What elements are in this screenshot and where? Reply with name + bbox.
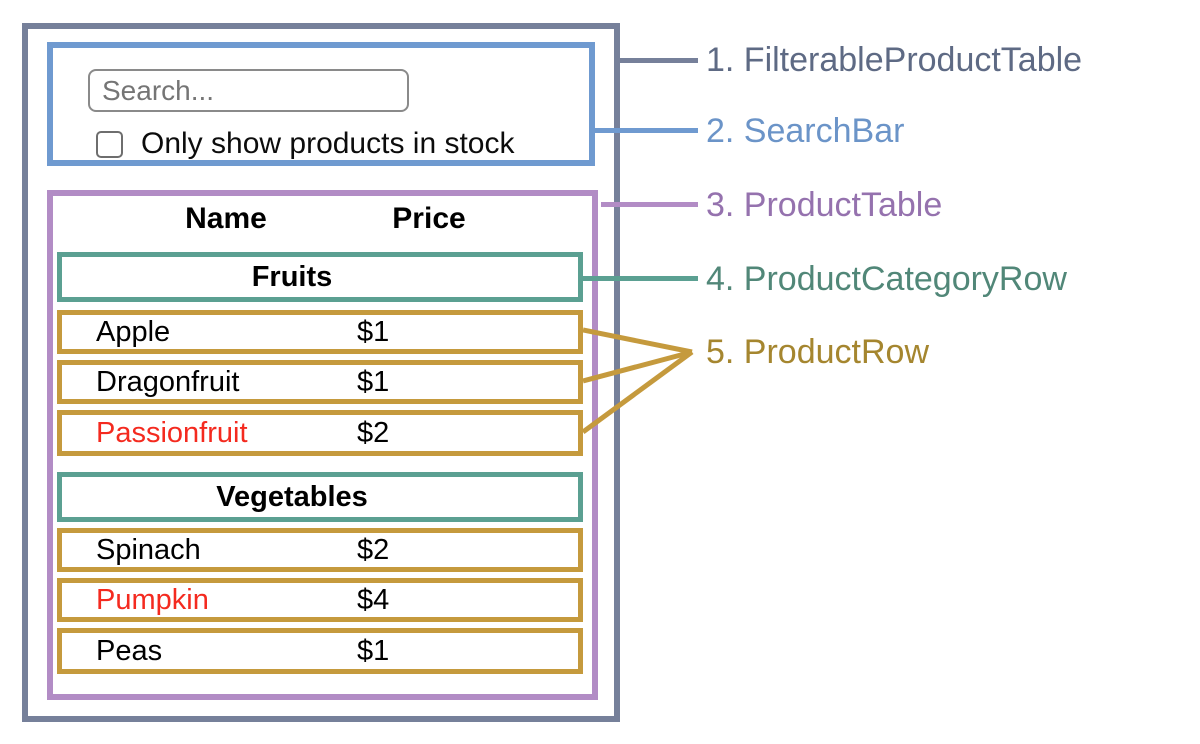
connector-lines-product-row	[583, 327, 694, 435]
label-product-row: 5. ProductRow	[706, 333, 929, 371]
connector-line-filterable-product-table	[620, 58, 698, 63]
label-filterable-product-table: 1. FilterableProductTable	[706, 41, 1083, 79]
column-header-name: Name	[185, 202, 267, 235]
product-name: Dragonfruit	[96, 365, 240, 398]
product-row: Apple $1	[57, 310, 583, 354]
label-search-bar: 2. SearchBar	[706, 112, 905, 150]
product-category-row: Fruits	[57, 252, 583, 302]
product-name: Spinach	[96, 533, 201, 566]
product-price: $1	[357, 634, 390, 667]
connector-line-product-category-row	[583, 276, 698, 281]
column-header-price: Price	[392, 202, 466, 235]
search-input[interactable]	[88, 69, 409, 112]
product-row: Peas $1	[57, 628, 583, 674]
product-category-row: Vegetables	[57, 472, 583, 522]
connector-line-search-bar	[595, 128, 698, 133]
product-row: Dragonfruit $1	[57, 360, 583, 404]
product-price: $2	[357, 416, 390, 449]
label-product-category-row: 4. ProductCategoryRow	[706, 260, 1067, 298]
label-product-table: 3. ProductTable	[706, 186, 943, 224]
product-row: Passionfruit $2	[57, 410, 583, 456]
connector-line-product-table	[601, 202, 698, 207]
in-stock-checkbox[interactable]	[96, 131, 123, 158]
product-name: Pumpkin	[96, 583, 209, 616]
product-price: $4	[357, 583, 390, 616]
product-name: Apple	[96, 315, 171, 348]
product-name: Peas	[96, 634, 163, 667]
product-name: Passionfruit	[96, 416, 248, 449]
in-stock-checkbox-label: Only show products in stock	[141, 127, 515, 160]
product-price: $1	[357, 365, 390, 398]
product-row: Pumpkin $4	[57, 578, 583, 622]
product-row: Spinach $2	[57, 528, 583, 572]
product-price: $1	[357, 315, 390, 348]
product-price: $2	[357, 533, 390, 566]
